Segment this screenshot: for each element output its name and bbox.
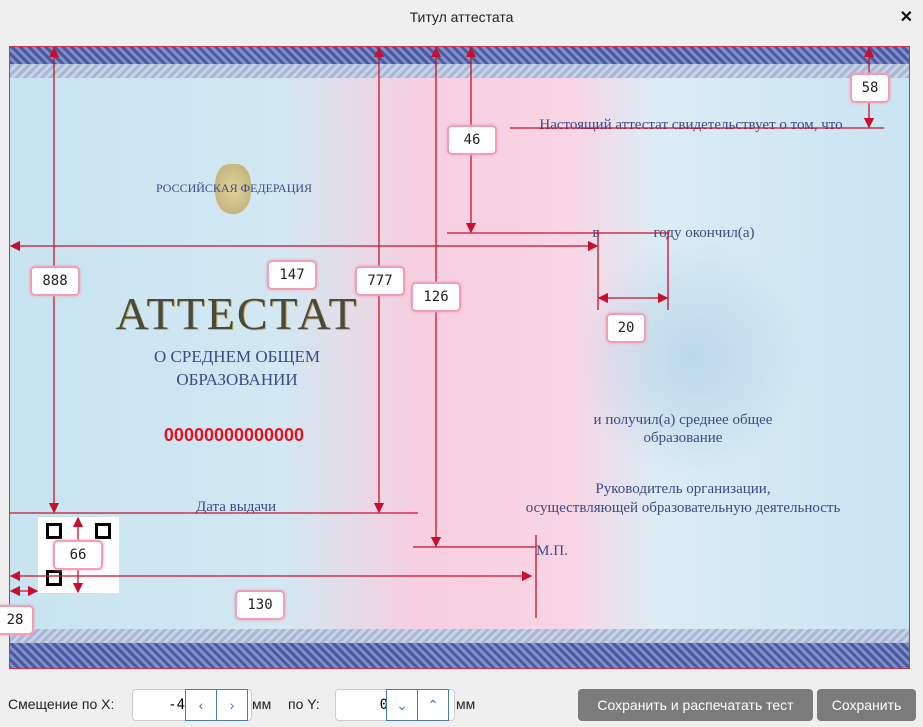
measure-label-46[interactable]: 46 xyxy=(447,125,497,155)
offset-x-decrease-button[interactable]: ‹ xyxy=(185,689,217,721)
bottom-ornament-band xyxy=(10,643,909,668)
close-icon[interactable]: ✕ xyxy=(899,9,913,26)
measure-label-126[interactable]: 126 xyxy=(411,282,461,312)
title-bar: Титул аттестата ✕ xyxy=(0,0,923,36)
certificate-heading: АТТЕСТАТ xyxy=(115,288,359,339)
measure-label-147[interactable]: 147 xyxy=(267,260,317,290)
measure-label-66[interactable]: 66 xyxy=(53,540,103,570)
offset-x-unit: мм xyxy=(252,696,272,712)
offset-y-spinner: ⌄ ⌃ xyxy=(335,689,455,721)
offset-x-label: Смещение по X: xyxy=(8,696,115,712)
offset-x-spinner: ‹ › xyxy=(132,689,252,721)
top-ornament-band-light xyxy=(10,64,909,78)
offset-x-input[interactable] xyxy=(133,690,189,720)
certifies-text: Настоящий аттестат свидетельствует о том… xyxy=(539,117,843,133)
offset-y-label: по Y: xyxy=(288,696,320,712)
bottom-ornament-band-light xyxy=(10,629,909,643)
measure-label-777[interactable]: 777 xyxy=(355,266,405,296)
received-line-2: образование xyxy=(643,430,723,446)
save-and-print-test-button[interactable]: Сохранить и распечатать тест xyxy=(578,689,813,721)
head-line-2: осуществляющей образовательную деятельно… xyxy=(525,500,841,516)
measure-label-58[interactable]: 58 xyxy=(850,73,890,103)
measure-label-20[interactable]: 20 xyxy=(606,313,646,343)
federation-text: РОССИЙСКАЯ ФЕДЕРАЦИЯ xyxy=(155,181,313,195)
issue-date-label: Дата выдачи xyxy=(195,499,277,515)
measure-label-28[interactable]: 28 xyxy=(0,605,34,635)
offset-y-increase-button[interactable]: ⌃ xyxy=(417,689,449,721)
year-suffix: году окончил(а) xyxy=(653,225,755,241)
window-title: Титул аттестата xyxy=(409,9,514,25)
year-prefix: в xyxy=(592,225,600,241)
certificate-number: 00000000000000 xyxy=(163,425,305,445)
measure-label-888[interactable]: 888 xyxy=(30,266,80,296)
stamp-label: М.П. xyxy=(536,543,568,559)
measure-label-130[interactable]: 130 xyxy=(235,590,285,620)
received-line-1: и получил(а) среднее общее xyxy=(593,412,773,428)
offset-y-unit: мм xyxy=(456,696,476,712)
save-button[interactable]: Сохранить xyxy=(817,689,916,721)
head-line-1: Руководитель организации, xyxy=(595,481,771,497)
subheading-line-2: ОБРАЗОВАНИИ xyxy=(176,370,298,389)
offset-y-input[interactable] xyxy=(336,690,392,720)
offset-x-increase-button[interactable]: › xyxy=(216,689,248,721)
watermark-eagle-icon xyxy=(575,237,805,477)
subheading-line-1: О СРЕДНЕМ ОБЩЕМ xyxy=(153,347,321,366)
offset-y-decrease-button[interactable]: ⌄ xyxy=(386,689,418,721)
top-ornament-band xyxy=(10,47,909,64)
coat-of-arms-icon xyxy=(215,164,251,214)
